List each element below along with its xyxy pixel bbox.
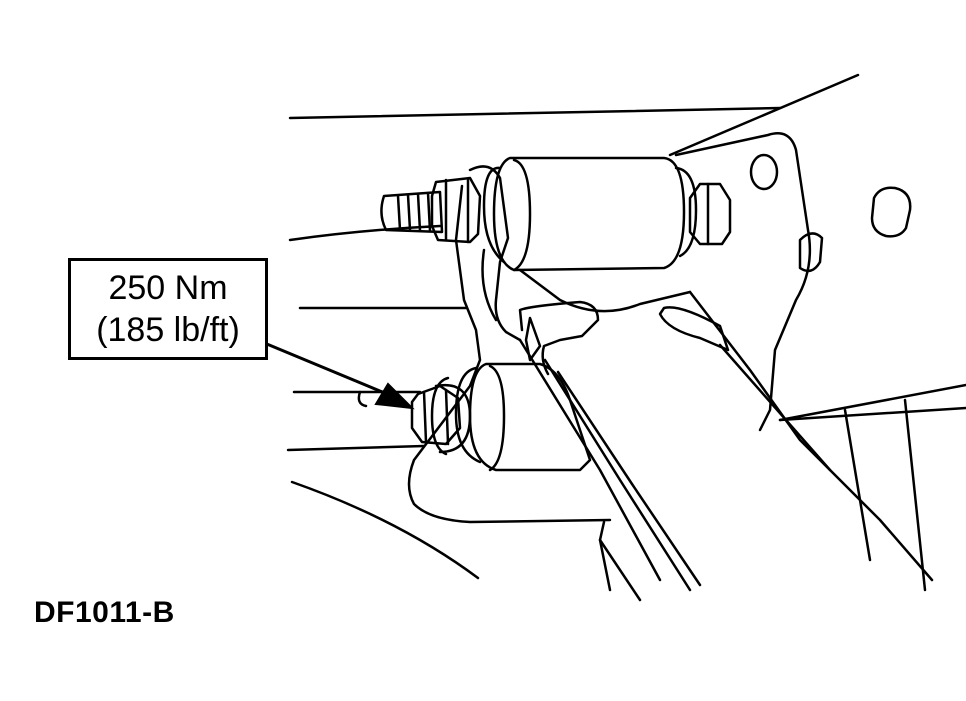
lower-shackle-bolt [410, 383, 472, 454]
frame-rail [286, 73, 966, 592]
upper-threaded-stud [380, 176, 482, 244]
upper-bushing [482, 156, 732, 272]
torque-value-nm: 250 Nm [108, 269, 228, 307]
lower-bushing [430, 362, 592, 472]
frame-bracket [674, 132, 912, 432]
shackle-plate [407, 165, 612, 524]
leaf-spring [518, 268, 934, 602]
torque-callout-box: 250 Nm (185 lb/ft) [68, 258, 268, 360]
leader-arrow [261, 340, 415, 410]
figure-id-label: DF1011-B [34, 596, 175, 629]
torque-value-lbft: (185 lb/ft) [96, 311, 240, 349]
